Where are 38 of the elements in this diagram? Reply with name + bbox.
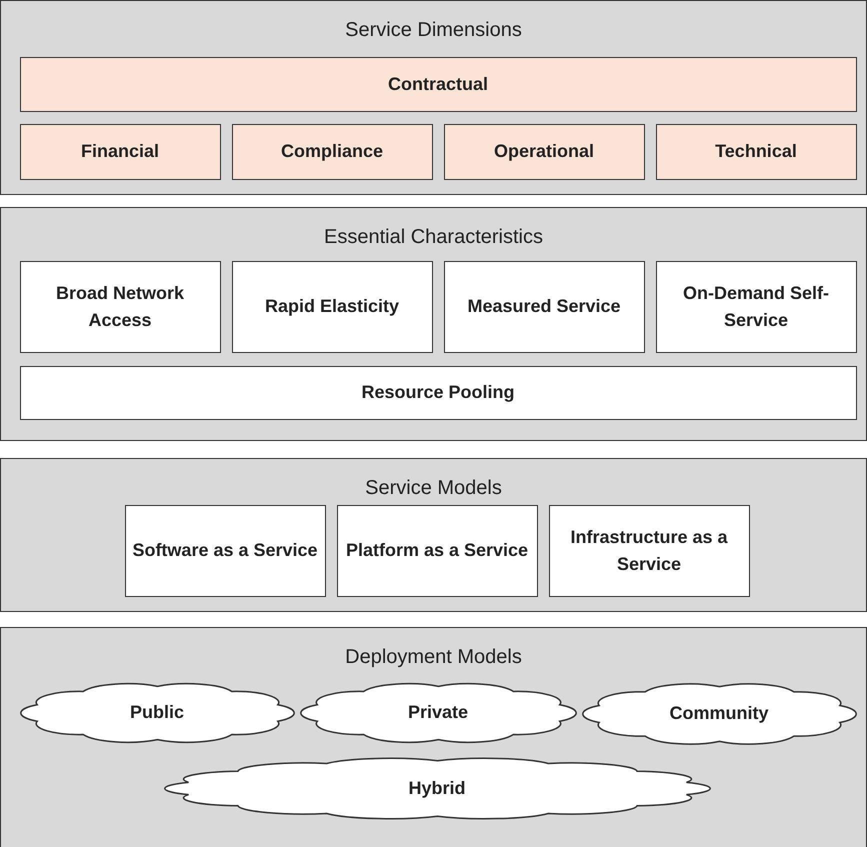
layer-title: Deployment Models — [344, 646, 523, 669]
dimension-box — [656, 124, 856, 180]
category-box — [124, 504, 326, 596]
category-box — [444, 260, 644, 352]
category-box — [548, 504, 750, 596]
category-box — [20, 260, 220, 352]
layer-panel — [0, 207, 867, 441]
layer-title: Service Dimensions — [344, 19, 523, 42]
category-label: Resource Pooling — [360, 381, 516, 404]
category-label: Operational — [492, 140, 596, 164]
category-label: Technical — [714, 140, 798, 164]
category-label: Software as a Service — [131, 539, 319, 562]
dimension-box — [20, 56, 856, 112]
category-label: Hybrid — [407, 776, 466, 800]
dimension-box — [444, 124, 644, 180]
category-label: Public — [128, 701, 185, 724]
category-label: Infrastructure as a Service — [569, 526, 729, 576]
category-box — [656, 260, 856, 352]
category-label: Measured Service — [466, 295, 622, 318]
dimension-box — [20, 124, 220, 180]
category-label: Compliance — [280, 140, 384, 164]
category-box — [232, 260, 432, 352]
category-label: Rapid Elasticity — [264, 295, 400, 318]
category-label: Broad Network Access — [54, 282, 186, 332]
category-label: On-Demand Self-Service — [682, 282, 830, 332]
layer-title: Essential Characteristics — [323, 226, 544, 249]
category-box — [20, 366, 856, 420]
dimension-box — [232, 124, 432, 180]
category-label: Private — [406, 701, 470, 724]
category-label: Platform as a Service — [344, 539, 530, 562]
category-label: Financial — [80, 140, 160, 164]
layer-panel — [0, 0, 867, 195]
category-label: Community — [668, 702, 770, 726]
layer-panel — [0, 627, 867, 847]
layer-title: Service Models — [364, 477, 503, 500]
category-box — [336, 504, 538, 596]
category-label: Contractual — [386, 72, 489, 96]
layer-panel — [0, 458, 867, 612]
